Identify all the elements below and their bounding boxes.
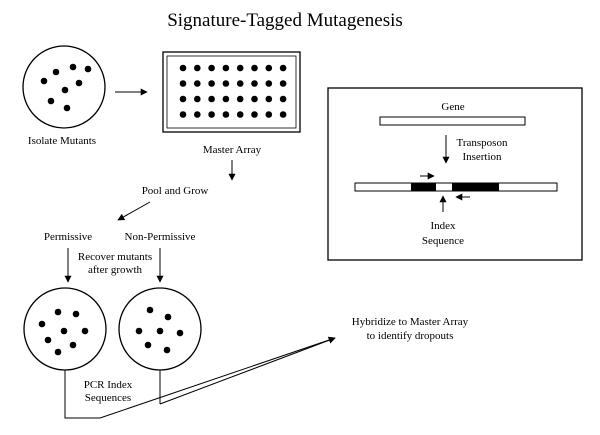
array-spot — [222, 95, 230, 103]
array-spot — [194, 111, 201, 118]
array-spot — [265, 111, 273, 118]
insertion-label: Insertion — [462, 151, 502, 163]
index-label: Index — [430, 220, 456, 232]
array-spot — [179, 95, 187, 103]
pcr-index-label: PCR Index — [84, 379, 133, 391]
sequences-label: Sequences — [85, 392, 131, 404]
page-title: Signature-Tagged Mutagenesis — [167, 10, 403, 31]
array-spot — [265, 80, 273, 87]
master-array-grid — [162, 51, 301, 133]
transposon-label: Transposon — [457, 137, 508, 149]
recover-mutants-label: Recover mutants — [78, 251, 152, 263]
array-spot — [208, 95, 215, 103]
isolate-mutants-plate — [22, 45, 106, 129]
array-spot — [236, 111, 244, 118]
permissive-plate — [23, 287, 107, 371]
identify-dropouts-label: to identify dropouts — [367, 330, 454, 342]
after-growth-label: after growth — [88, 264, 143, 276]
array-spot — [194, 95, 201, 103]
pcr-to-hybridize-connectors — [64, 336, 336, 419]
arrow-pool-to-conditions — [117, 201, 151, 221]
gene-bar — [379, 116, 526, 126]
hybridize-label: Hybridize to Master Array — [352, 316, 469, 328]
transposon-left-segment — [411, 183, 436, 191]
array-spot — [179, 64, 187, 72]
array-spot — [236, 80, 244, 87]
array-spot — [251, 111, 258, 118]
array-spot — [208, 80, 215, 87]
array-spot — [208, 111, 215, 118]
array-spot — [222, 80, 230, 87]
array-spot — [194, 80, 201, 87]
array-spot — [179, 80, 187, 87]
array-spot — [194, 64, 201, 72]
array-spot — [179, 111, 187, 118]
array-spot — [279, 64, 287, 72]
array-spot — [265, 95, 273, 103]
array-spot — [236, 95, 244, 103]
array-spot — [208, 64, 215, 72]
gene-label: Gene — [441, 101, 464, 113]
isolate-mutants-label: Isolate Mutants — [28, 135, 96, 147]
pool-and-grow-label: Pool and Grow — [142, 185, 209, 197]
non-permissive-plate — [118, 287, 202, 371]
array-spot — [251, 80, 258, 87]
array-spot — [279, 80, 287, 87]
array-spot — [236, 64, 244, 72]
master-array-label: Master Array — [203, 144, 262, 156]
array-spot — [251, 95, 258, 103]
array-spot — [222, 111, 230, 118]
transposon-inset: Gene Transposon Insertion Index Sequence — [327, 87, 583, 261]
array-spot — [279, 95, 287, 103]
permissive-label: Permissive — [44, 231, 92, 243]
transposon-right-segment — [452, 183, 499, 191]
array-spot — [222, 64, 230, 72]
non-permissive-label: Non-Permissive — [125, 231, 196, 243]
array-spot — [251, 64, 258, 72]
sequence-label: Sequence — [422, 235, 464, 247]
array-spot — [265, 64, 273, 72]
array-spot — [279, 111, 287, 118]
